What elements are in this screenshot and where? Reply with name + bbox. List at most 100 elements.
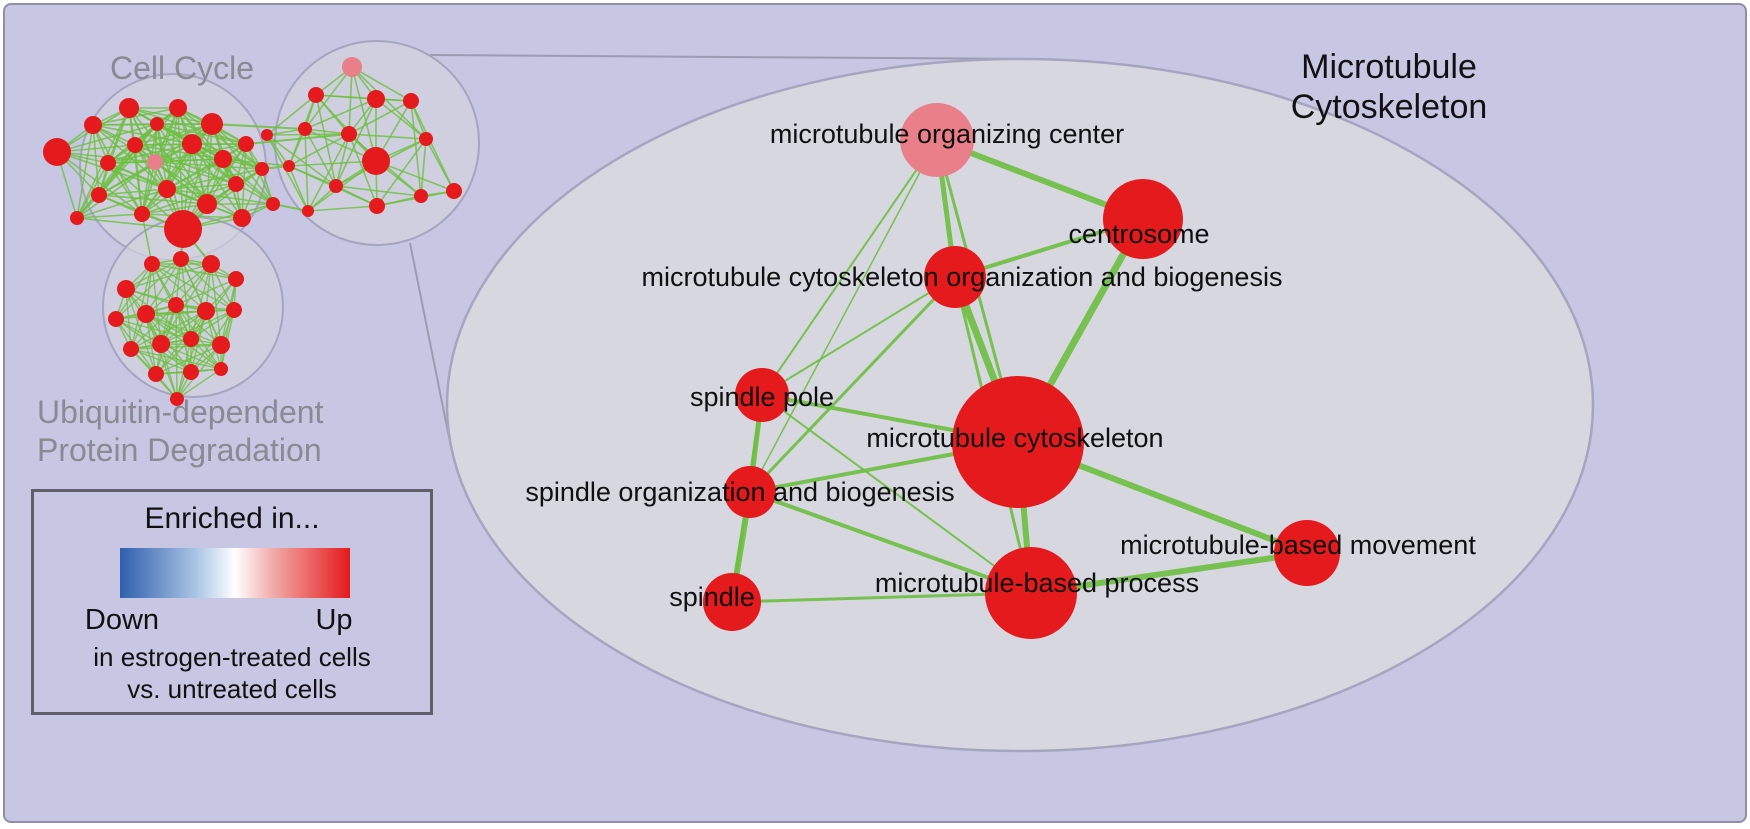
zoom-node-spindle: [703, 573, 761, 631]
mini-edge: [335, 185, 422, 197]
mini-edge: [76, 161, 156, 219]
mini-node: [283, 160, 295, 172]
mini-node: [403, 93, 419, 109]
zoom-connector-line: [429, 54, 1035, 60]
mini-node: [91, 187, 107, 203]
mini-node: [308, 87, 324, 103]
mini-node: [197, 194, 217, 214]
mini-edge: [180, 258, 235, 311]
ubiquitin-cluster-label-line2: Protein Degradation: [37, 432, 322, 468]
zoom-node-mbm: [1274, 520, 1340, 586]
mini-node: [148, 366, 164, 382]
mini-edge: [155, 310, 207, 375]
mini-edge: [130, 348, 222, 370]
zoom-edge-moc-spindle_org: [749, 139, 938, 493]
mini-edge: [154, 143, 247, 163]
mini-node: [201, 113, 223, 135]
zoom-node-label-mbp: microtubule-based process: [875, 568, 1199, 598]
mini-edge: [151, 263, 207, 312]
mini-node: [255, 162, 269, 176]
zoom-node-mco: [924, 246, 986, 308]
mini-node: [341, 126, 357, 142]
mini-edge: [348, 133, 427, 140]
mini-edge: [145, 313, 157, 375]
mini-edge: [115, 258, 182, 320]
legend-up-label: Up: [315, 604, 353, 636]
cell-cycle-cluster-label: Cell Cycle: [110, 50, 255, 86]
mini-node: [182, 134, 202, 154]
mini-edge: [180, 258, 192, 340]
mini-edge: [315, 94, 337, 187]
mini-node: [134, 206, 150, 222]
mini-edge: [410, 100, 422, 197]
mini-edge: [141, 161, 156, 215]
mini-node: [183, 364, 199, 380]
mini-edge: [76, 188, 168, 219]
mini-edge: [177, 107, 263, 170]
mini-edge: [141, 123, 158, 215]
mini-cross-edge: [211, 123, 306, 130]
mini-edge: [160, 309, 235, 345]
zoom-edge-mco-spindle_org: [748, 275, 957, 494]
zoom-node-label-spindle_org: spindle organization and biogenesis: [525, 477, 954, 507]
mini-node: [150, 117, 164, 131]
mini-edge: [154, 161, 208, 205]
mini-edge: [348, 100, 412, 135]
mini-edge: [154, 161, 243, 219]
mini-node: [298, 122, 312, 136]
mini-edge: [166, 183, 237, 190]
mini-edge: [266, 134, 309, 212]
mini-edge: [335, 98, 377, 187]
mini-edge: [304, 128, 309, 212]
mini-node: [214, 150, 232, 168]
mini-node: [117, 280, 135, 298]
mini-edge: [76, 213, 143, 219]
zoom-node-label-mt_cyto: microtubule cytoskeleton: [866, 423, 1163, 453]
zoom-node-label-mbm: microtubule-based movement: [1120, 530, 1476, 560]
mini-edge: [145, 263, 212, 315]
mini-edge: [130, 348, 192, 373]
mini-node: [100, 155, 116, 171]
mini-edge: [141, 183, 237, 215]
mini-edge: [56, 151, 168, 190]
mini-edge: [155, 338, 192, 375]
mini-edge: [191, 143, 243, 219]
mini-edge: [98, 107, 130, 196]
mini-node: [144, 256, 160, 272]
mini-edge: [128, 107, 213, 125]
mini-node: [137, 305, 155, 323]
zoom-connector-line: [409, 242, 452, 448]
mini-node: [169, 99, 187, 117]
mini-edge: [134, 144, 143, 215]
zoom-edge-spindle_pole-mbp: [761, 394, 1032, 594]
mini-edge: [130, 304, 177, 350]
mini-edge: [266, 134, 337, 187]
mini-node: [329, 179, 343, 193]
mini-node: [342, 57, 362, 77]
mini-edge: [420, 138, 427, 197]
mini-edge: [130, 310, 207, 350]
zoom-node-spindle_pole: [735, 368, 789, 422]
legend-title: Enriched in...: [144, 502, 320, 535]
mini-cross-edge: [245, 133, 350, 145]
mini-node: [261, 129, 273, 141]
zoom-node-mbp: [985, 547, 1077, 639]
mini-node: [123, 341, 139, 357]
mini-edge: [335, 133, 350, 187]
mini-edge: [56, 151, 143, 215]
mini-edge: [125, 288, 207, 312]
mini-node: [84, 116, 102, 134]
mini-node: [212, 336, 230, 354]
mini-node: [362, 147, 390, 175]
legend-caption-line2: vs. untreated cells: [127, 674, 337, 704]
mini-edge: [160, 310, 207, 345]
zoom-edge-mco-spindle_pole: [761, 276, 956, 396]
mini-node: [127, 137, 143, 153]
mini-edge: [130, 344, 222, 350]
mini-edge: [351, 66, 412, 102]
mini-edge: [288, 165, 337, 187]
mini-node: [173, 251, 189, 267]
zoom-edge-moc-spindle_pole: [761, 139, 938, 396]
zoom-edge-spindle_org-mbp: [749, 490, 1032, 595]
mini-node: [158, 180, 176, 198]
